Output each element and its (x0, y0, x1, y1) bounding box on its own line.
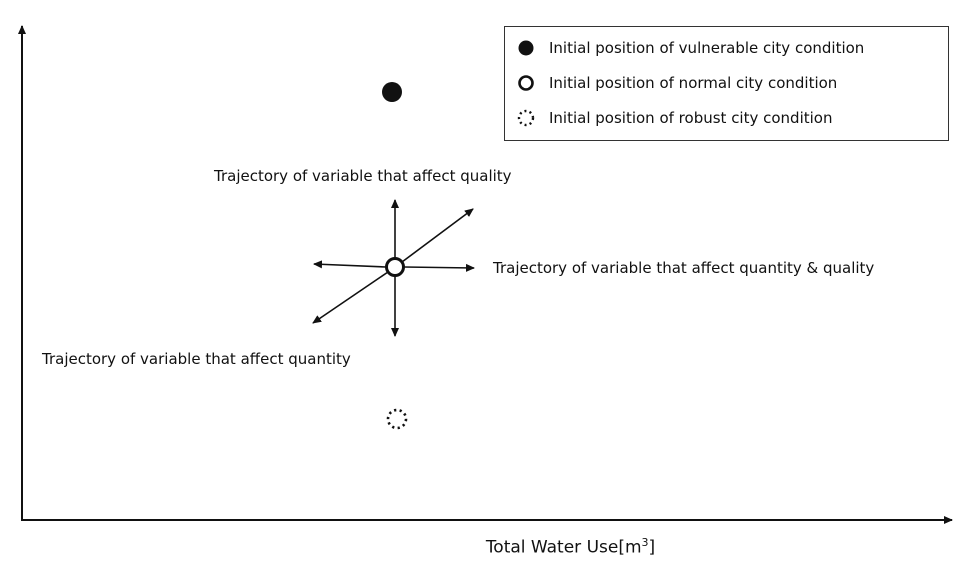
dotted-circle-icon (517, 109, 535, 127)
annotation-quantity: Trajectory of variable that affect quant… (42, 350, 351, 368)
x-axis-title-sup: 3 (641, 536, 649, 549)
legend-item-robust: Initial position of robust city conditio… (515, 105, 832, 131)
normal-city-point (385, 257, 405, 277)
x-axis-title: Total Water Use[m3] (0, 536, 973, 558)
legend: Initial position of vulnerable city cond… (504, 26, 949, 141)
trajectory-arrow-right (403, 263, 475, 272)
trajectory-arrow-down-left (312, 271, 389, 324)
legend-label-robust: Initial position of robust city conditio… (549, 109, 833, 127)
filled-circle-icon (518, 40, 534, 56)
legend-item-normal: Initial position of normal city conditio… (515, 70, 837, 96)
annotation-quality: Trajectory of variable that affect quali… (214, 167, 512, 185)
hollow-circle-icon (518, 75, 534, 91)
robust-city-point (386, 408, 408, 430)
legend-label-vulnerable: Initial position of vulnerable city cond… (549, 39, 865, 57)
trajectory-arrow-left (313, 260, 387, 269)
annotation-quantity-quality: Trajectory of variable that affect quant… (493, 259, 875, 277)
x-axis-title-prefix: Total Water Use[m (485, 537, 642, 558)
vulnerable-city-point (382, 82, 402, 102)
legend-item-vulnerable: Initial position of vulnerable city cond… (515, 35, 864, 61)
trajectory-arrow-up-right (401, 208, 474, 263)
x-axis-title-suffix: ] (648, 537, 656, 558)
legend-label-normal: Initial position of normal city conditio… (549, 74, 838, 92)
